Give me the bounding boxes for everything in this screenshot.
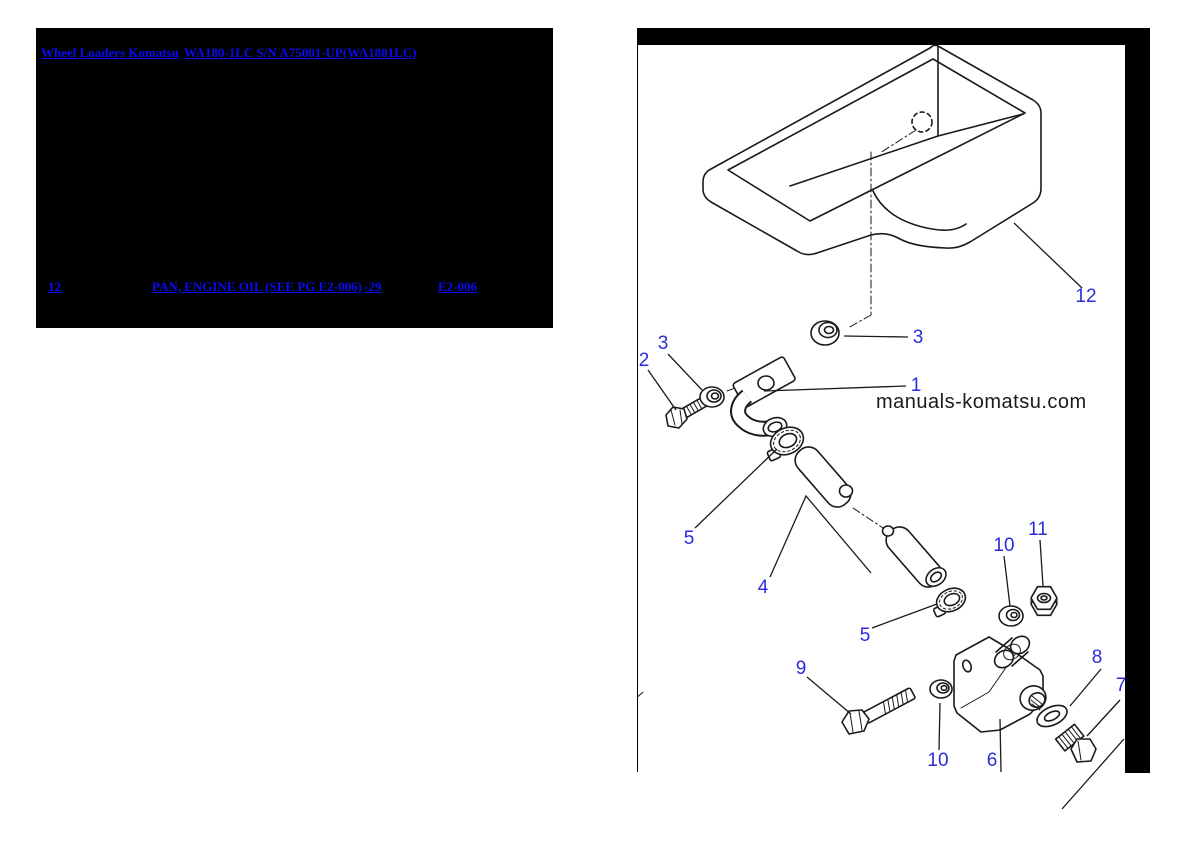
callout-3: 3 — [658, 333, 669, 354]
callout-6: 6 — [987, 750, 998, 771]
callout-1: 1 — [911, 375, 922, 396]
row-description-link[interactable]: PAN, ENGINE OIL (SEE PG E2-006) — [152, 279, 362, 294]
leader-line — [694, 448, 778, 529]
leader-line — [1003, 555, 1011, 607]
callout-10: 10 — [927, 750, 948, 771]
row-remark-link[interactable]: -29 — [364, 279, 382, 294]
leader-line — [647, 369, 677, 411]
bolt-part-9-drawing — [841, 687, 916, 735]
link-model-wa180[interactable]: WA180-1LC S/N A75001-UP(WA1801LC) — [183, 45, 417, 60]
oil-pan-part-12-drawing — [702, 45, 1042, 256]
link-wheel-loaders-komatsu[interactable]: Wheel Loaders Komatsu — [41, 45, 179, 60]
plug-part-7-drawing — [1054, 723, 1097, 763]
washer-part-3-upper — [810, 320, 840, 346]
diagram-left-border — [637, 45, 638, 772]
watermark-text: manuals-komatsu.com — [876, 391, 1087, 413]
hose-clamp-part-5-lower — [932, 587, 967, 618]
callout-9: 9 — [796, 658, 807, 679]
callout-2: 2 — [639, 350, 650, 371]
diagram-top-border — [637, 28, 1150, 45]
leader-line — [843, 335, 909, 338]
washer-part-3-left — [699, 386, 725, 408]
nut-part-11-drawing — [1030, 585, 1058, 617]
leader-line — [1069, 668, 1102, 707]
washer-part-10-lower — [929, 679, 953, 699]
callout-11: 11 — [1028, 519, 1048, 540]
frame-tick-mark — [637, 691, 644, 699]
callout-4: 4 — [758, 577, 769, 598]
callout-8: 8 — [1092, 647, 1103, 668]
washer-part-10-upper — [998, 605, 1024, 627]
assembly-centerline — [726, 129, 917, 529]
leader-line — [1013, 222, 1083, 289]
bolt-part-2-drawing — [665, 395, 709, 429]
leader-line — [871, 603, 938, 629]
leader-line — [999, 718, 1002, 773]
leader-line — [763, 385, 907, 392]
callout-7: 7 — [1116, 675, 1127, 696]
callout-12: 12 — [1075, 286, 1096, 307]
leader-line — [806, 676, 852, 715]
callout-10: 10 — [993, 535, 1014, 556]
leader-lines — [647, 222, 1125, 810]
callout-5: 5 — [860, 625, 871, 646]
hose-part-4-drawing — [794, 446, 947, 588]
callout-3: 3 — [913, 327, 924, 348]
leader-line — [1086, 699, 1121, 737]
leader-line — [769, 494, 872, 578]
leader-line — [1061, 738, 1125, 810]
row-page-link[interactable]: E2-006 — [438, 279, 477, 294]
parts-list-panel: Wheel Loaders Komatsu WA180-1LC S/N A7500… — [36, 28, 553, 328]
leader-line — [938, 702, 941, 751]
diagram-right-border — [1125, 45, 1150, 773]
washer-part-8-drawing — [1036, 704, 1068, 728]
callout-5: 5 — [684, 528, 695, 549]
breadcrumb: Wheel Loaders Komatsu WA180-1LC S/N A7500… — [41, 44, 422, 62]
leader-line — [667, 353, 703, 391]
elbow-tube-part-1-drawing — [730, 356, 796, 438]
row-ref-no-link[interactable]: 12 — [48, 279, 61, 294]
leader-line — [1039, 539, 1044, 587]
parts-table-row: 12 PAN, ENGINE OIL (SEE PG E2-006) -29 E… — [36, 279, 553, 295]
bracket-part-6-drawing — [953, 635, 1047, 733]
